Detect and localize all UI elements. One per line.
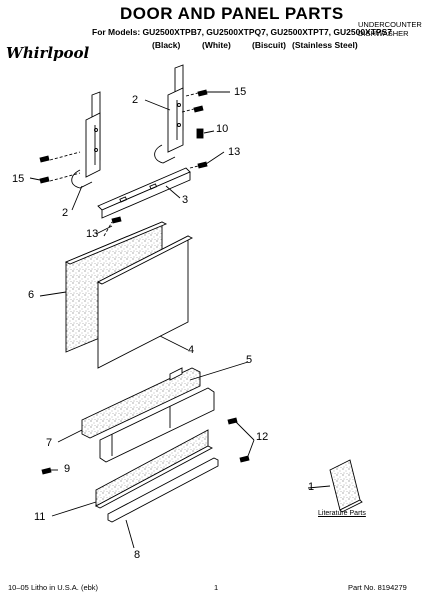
callout-1: 1 [308,481,315,493]
callout-5: 5 [246,354,253,366]
callout-2-upper: 2 [132,94,139,106]
callout-15-lower: 15 [12,173,25,185]
finish-stainless: (Stainless Steel) [292,40,358,50]
callout-2-lower: 2 [62,207,69,219]
finish-black: (Black) [152,40,181,50]
screw-12-upper [227,417,238,425]
clip-10 [196,128,204,139]
callout-15-upper: 15 [234,86,247,98]
appliance-type-line2: DISHWASHER [358,29,409,38]
callout-11: 11 [34,511,46,523]
callout-12: 12 [256,431,269,443]
toe-panel-upper [81,367,215,463]
screw-group-15-left [39,151,81,184]
door-panel [97,235,193,369]
literature-booklet [329,459,363,513]
whirlpool-logo: Whirlpool [6,44,90,62]
screw-13-upper [197,161,208,169]
footer-part-number: Part No. 8194279 [348,583,407,592]
hinge-right [154,64,184,164]
door-bracket-rail [97,167,191,219]
footer-print-info: 10–05 Litho in U.S.A. (ebk) [8,583,99,592]
finish-biscuit: (Biscuit) [252,40,286,50]
appliance-type-line1: UNDERCOUNTER [358,20,422,29]
callout-leaders [29,91,331,549]
model-list: For Models: GU2500XTPB7, GU2500XTPQ7, GU… [92,27,392,37]
screw-13-lower [111,216,122,224]
callout-13-upper: 13 [228,146,241,158]
callout-3: 3 [182,194,189,206]
callout-7: 7 [46,437,53,449]
kick-plate [95,429,219,523]
callout-13-lower: 13 [86,228,99,240]
page-title: DOOR AND PANEL PARTS [120,4,344,23]
callout-4: 4 [188,344,195,356]
callout-9: 9 [64,463,71,475]
footer-page-number: 1 [214,583,219,592]
screw-12-lower [239,455,250,463]
literature-parts-label: Literature Parts [318,510,366,517]
finish-white: (White) [202,40,231,50]
callout-8: 8 [134,549,141,561]
callout-6: 6 [28,289,35,301]
callout-10: 10 [216,123,229,135]
screw-9 [41,467,52,475]
hinge-left [71,91,101,189]
screw-group-15-right [181,89,208,113]
